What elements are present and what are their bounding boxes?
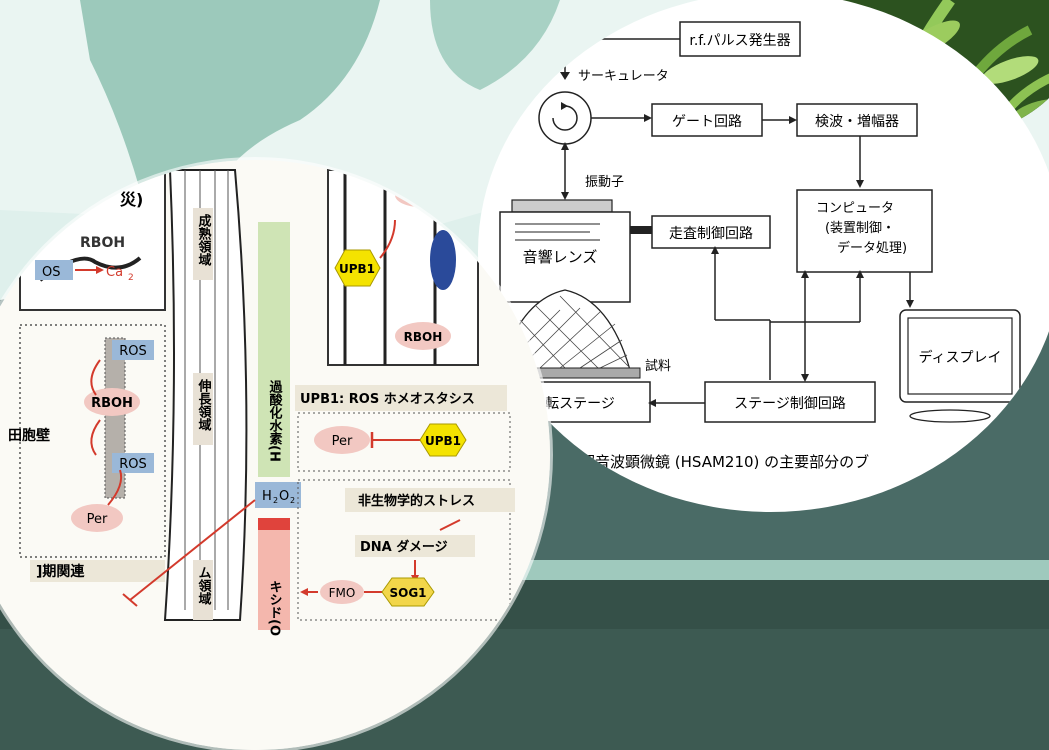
ros-box-2: ROS [119, 457, 147, 472]
display-label: ディスプレイ [918, 349, 1001, 366]
meristem-zone-label: ム領域 [196, 566, 212, 606]
upb1-top-label: UPB1 [339, 262, 375, 276]
upb1-bottom-label: UPB1 [425, 434, 461, 448]
h2o2-badge-o: O [279, 489, 289, 504]
h2o2-badge: H [262, 489, 272, 504]
rboh-top-label: RBOH [80, 235, 125, 251]
h2o2-badge-sub2: 2 [290, 496, 295, 505]
transducer-label: 振動子 [585, 175, 624, 190]
per-right-label: Per [332, 434, 353, 449]
upb1-homeostasis-title: UPB1: ROS ホメオスタシス [300, 392, 475, 407]
fmo-label: FMO [329, 586, 356, 600]
scan-control-box: 走査制御回路 [669, 226, 753, 242]
computer-line3: データ処理) [837, 240, 907, 256]
ca-sub: 2 [128, 273, 134, 283]
teal-landmass [80, 0, 380, 200]
rotation-stage-label: 転ステージ [545, 396, 615, 412]
computer-label: コンピュータ [816, 201, 894, 216]
stage-control-box: ステージ制御回路 [734, 396, 846, 412]
dna-damage-label: DNA ダメージ [360, 539, 448, 555]
per-left-label: Per [87, 512, 108, 527]
ultrasonic-microscope-diagram: r.f.パルス発生器 サーキュレータ ゲート回路 検波・増幅器 振動子 音響レン… [478, 0, 1049, 512]
period-related-label: ]期関連 [36, 563, 85, 580]
ros-box-1: ROS [119, 344, 147, 359]
sog1-label: SOG1 [389, 586, 426, 600]
rf-pulse-box: r.f.パルス発生器 [689, 33, 790, 49]
rboh-right-label: RBOH [404, 330, 443, 344]
gate-circuit-box: ゲート回路 [672, 114, 742, 130]
acoustic-lens-label: 音響レンズ [523, 248, 598, 266]
cell-wall-label: 田胞壁 [8, 427, 50, 444]
circulator-icon [538, 91, 592, 145]
ca-label: Ca [106, 265, 123, 280]
rboh-mid-label: RBOH [91, 396, 133, 411]
abiotic-stress-label: 非生物学的ストレス [358, 493, 475, 509]
elongation-zone-label: 伸長領域 [196, 378, 213, 432]
teal-landmass-2 [430, 0, 560, 90]
diagram-caption: 超音波顕微鏡 (HSAM210) の主要部分のブ [580, 453, 869, 471]
h2o2-badge-sub: 2 [273, 496, 278, 505]
maturation-zone-label: 成熟領域 [196, 213, 212, 267]
detect-amp-box: 検波・増幅器 [815, 114, 899, 130]
sample-label: 試料 [645, 358, 671, 374]
computer-line2: (装置制御・ [825, 221, 895, 236]
circulator-label: サーキュレータ [578, 69, 669, 84]
superoxide-vertical-label: キシド(O [267, 580, 282, 636]
h2o2-vertical-label: 過酸化水素(H [267, 379, 284, 461]
ros-label-top: OS [42, 265, 60, 280]
top-left-label: 災) [120, 190, 143, 209]
